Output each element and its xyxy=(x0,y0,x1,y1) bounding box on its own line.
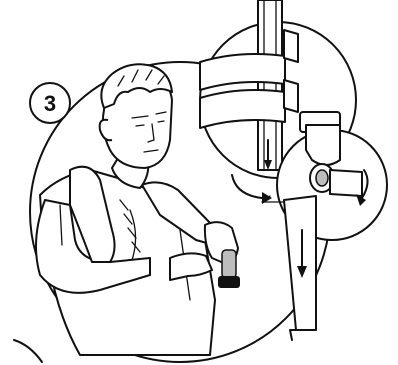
partial-circle-edge xyxy=(14,340,42,362)
step-number: 3 xyxy=(44,91,56,116)
step-badge: 3 xyxy=(30,83,70,123)
